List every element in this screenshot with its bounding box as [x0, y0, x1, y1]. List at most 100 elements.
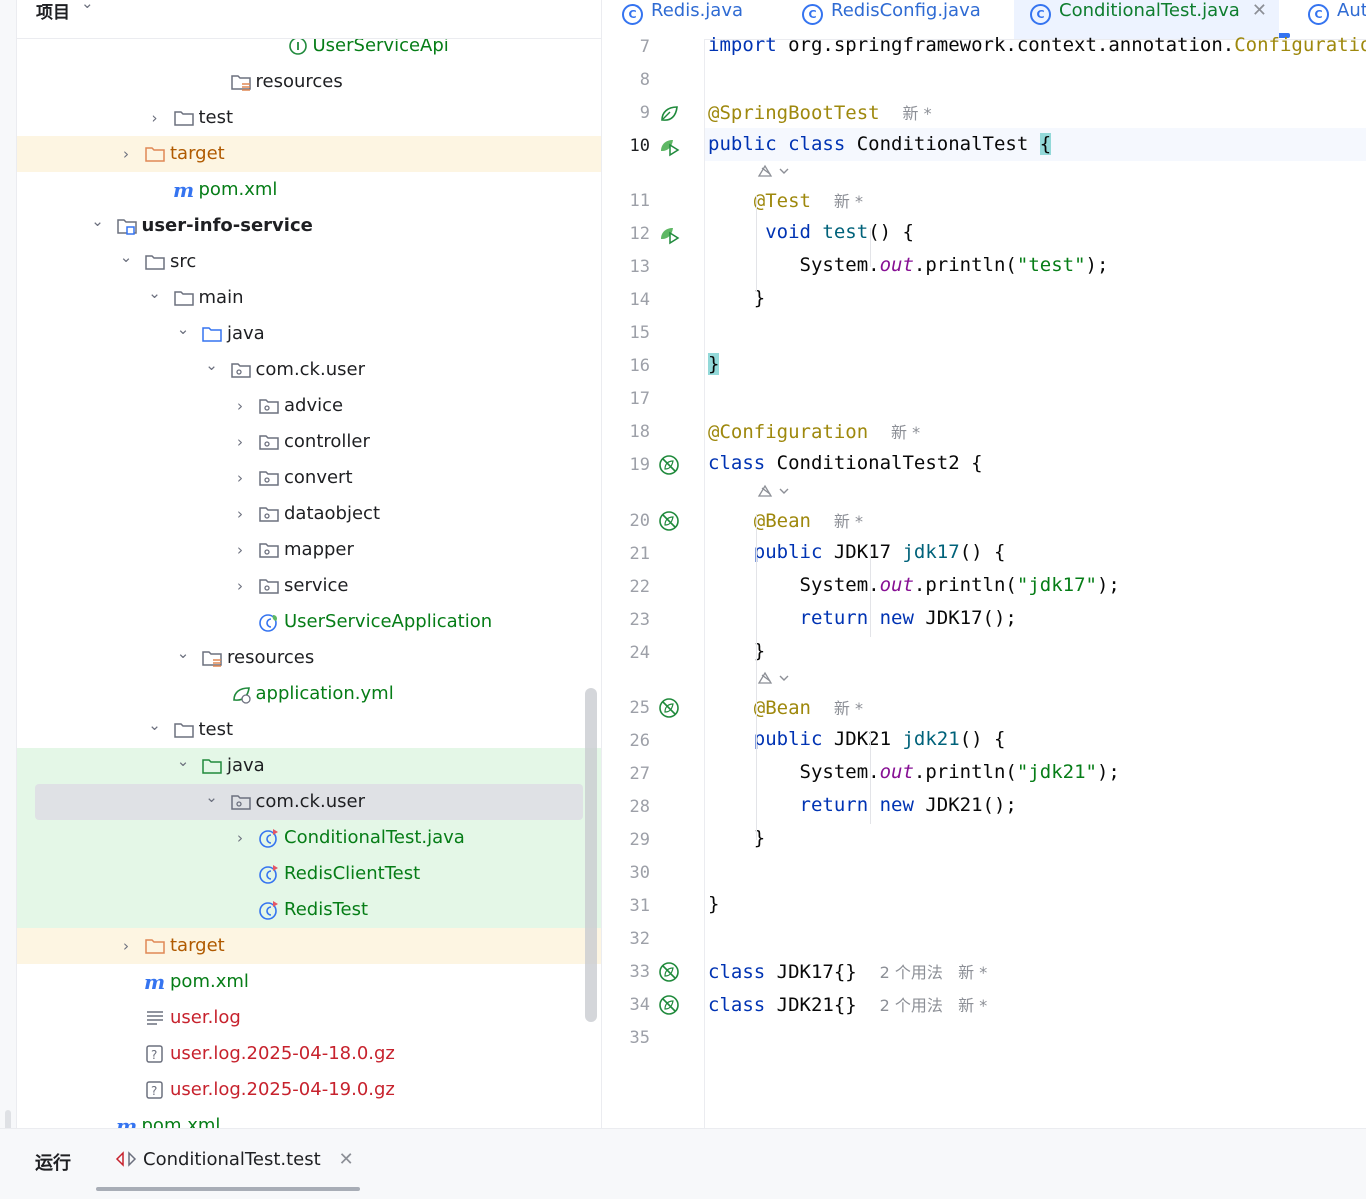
spring-disabled-icon[interactable]	[658, 697, 680, 719]
project-panel-title[interactable]: 项目	[36, 3, 70, 23]
tree-item[interactable]: ›service	[17, 568, 601, 604]
code-line[interactable]: }	[708, 353, 720, 375]
code-line[interactable]: @Configuration 新 *	[708, 421, 921, 443]
code-line[interactable]: @Bean 新 *	[753, 697, 863, 719]
code-line[interactable]: }	[708, 893, 720, 915]
chevron-down-icon[interactable]: ⌄	[81, 0, 94, 12]
chevron-down-icon[interactable]: ⌄	[119, 248, 133, 266]
tree-item[interactable]: ›convert	[17, 460, 601, 496]
tree-item[interactable]: ⌄test	[17, 712, 601, 748]
spring-disabled-icon[interactable]	[658, 510, 680, 532]
spring-disabled-icon[interactable]	[658, 961, 680, 983]
tree-item[interactable]: ›ConditionalTest.java	[17, 820, 601, 856]
tree-item[interactable]: ›advice	[17, 388, 601, 424]
tree-item[interactable]: ›test	[17, 100, 601, 136]
tree-item-label: java	[227, 323, 265, 344]
chevron-down-icon[interactable]: ⌄	[176, 320, 190, 338]
code-line[interactable]: public class ConditionalTest {	[708, 133, 1052, 155]
code-line[interactable]: void test() {	[765, 221, 914, 243]
run-tab-underline	[96, 1187, 360, 1191]
chevron-down-icon[interactable]: ⌄	[148, 284, 161, 302]
code-line[interactable]: }	[708, 827, 766, 849]
code-line[interactable]: @SpringBootTest 新 *	[708, 102, 932, 124]
code-line[interactable]: return new JDK17();	[799, 607, 1017, 629]
run-test-icon[interactable]	[658, 135, 680, 157]
tree-item[interactable]: ⌄resources	[17, 640, 601, 676]
run-tool-label[interactable]: 运行	[35, 1153, 71, 1174]
code-line[interactable]: public JDK17 jdk17() {	[753, 541, 1006, 563]
code-line[interactable]: class ConditionalTest2 {	[708, 452, 983, 474]
chevron-down-icon[interactable]: ⌄	[205, 356, 218, 374]
tree-item[interactable]: ›dataobject	[17, 496, 601, 532]
code-line[interactable]: public JDK21 jdk21() {	[753, 728, 1006, 750]
tree-item[interactable]: ⌄ java	[17, 316, 601, 352]
code-line[interactable]: import org.springframework.context.annot…	[708, 34, 1366, 56]
code-line[interactable]: class JDK17{} 2 个用法 新 *	[708, 961, 988, 983]
chevron-right-icon[interactable]: ›	[123, 145, 129, 163]
tree-item[interactable]: ?user.log.2025-04-19.0.gz	[17, 1072, 601, 1108]
chevron-right-icon[interactable]: ›	[237, 505, 243, 523]
line-number: 22	[629, 577, 650, 597]
code-line[interactable]: return new JDK21();	[799, 794, 1017, 816]
tree-item[interactable]: ?user.log.2025-04-18.0.gz	[17, 1036, 601, 1072]
chevron-right-icon[interactable]: ›	[237, 397, 243, 415]
chevron-down-icon[interactable]: ⌄	[148, 716, 161, 734]
code-line[interactable]: class JDK21{} 2 个用法 新 *	[708, 994, 988, 1016]
chevron-down-icon[interactable]: ⌄	[205, 788, 218, 806]
tree-item[interactable]: ⌄src	[17, 244, 601, 280]
chevron-right-icon[interactable]: ›	[237, 469, 243, 487]
tree-item[interactable]: user.log	[17, 1000, 601, 1036]
chevron-right-icon[interactable]: ›	[151, 109, 158, 127]
chevron-right-icon[interactable]: ›	[237, 541, 243, 559]
tree-item[interactable]: ›target	[17, 136, 601, 172]
tree-item[interactable]: ⌄com.ck.user	[17, 352, 601, 388]
tree-item[interactable]: RedisTest	[17, 892, 601, 928]
code-line[interactable]: System.out.println("jdk17");	[708, 574, 1120, 596]
code-line[interactable]: System.out.println("jdk21");	[708, 761, 1120, 783]
tree-item[interactable]: UserServiceApplication	[17, 604, 601, 640]
tree-item[interactable]: ›controller	[17, 424, 601, 460]
code-area[interactable]: import org.springframework.context.annot…	[708, 34, 1366, 1128]
code-line[interactable]: @Test 新 *	[753, 190, 863, 212]
line-number: 21	[629, 544, 650, 564]
run-tab[interactable]: ConditionalTest.test✕	[115, 1149, 354, 1170]
chevron-right-icon[interactable]: ›	[123, 937, 129, 955]
spring-disabled-icon[interactable]	[658, 994, 680, 1016]
chevron-right-icon[interactable]: ›	[237, 433, 243, 451]
chevron-down-icon[interactable]: ⌄	[176, 644, 190, 662]
code-vision-icon[interactable]	[756, 162, 790, 184]
tree-item[interactable]: application.yml	[17, 676, 601, 712]
run-test-icon[interactable]	[658, 223, 680, 245]
code-line[interactable]: }	[708, 287, 766, 309]
code-vision-icon[interactable]	[756, 482, 790, 504]
chevron-down-icon[interactable]: ⌄	[91, 212, 104, 230]
tree-item[interactable]: resources	[17, 64, 601, 100]
code-vision-icon[interactable]	[756, 669, 790, 691]
tree-item[interactable]: ›target	[17, 928, 601, 964]
code-line[interactable]: @Bean 新 *	[753, 510, 863, 532]
tree-item[interactable]: ⌄java	[17, 748, 601, 784]
svg-text:?: ?	[151, 1048, 157, 1062]
tree-item[interactable]: ⌄user-info-service	[17, 208, 601, 244]
chevron-right-icon[interactable]: ›	[237, 829, 243, 847]
close-icon[interactable]: ✕	[338, 1149, 354, 1170]
project-tree-scrollbar[interactable]	[585, 688, 597, 1022]
code-line[interactable]: }	[708, 640, 766, 662]
tree-item[interactable]: ›mapper	[17, 532, 601, 568]
tree-item[interactable]: ⌄com.ck.user	[17, 784, 601, 820]
close-icon[interactable]: ✕	[1251, 0, 1267, 21]
chevron-right-icon[interactable]: ›	[237, 577, 243, 595]
tree-item[interactable]: RedisClientTest	[17, 856, 601, 892]
spring-disabled-icon[interactable]	[658, 454, 680, 476]
code-line[interactable]: System.out.println("test");	[708, 254, 1109, 276]
tree-item[interactable]: ⌄main	[17, 280, 601, 316]
chevron-down-icon[interactable]: ⌄	[176, 752, 190, 770]
spring-bean-icon[interactable]	[658, 102, 680, 124]
